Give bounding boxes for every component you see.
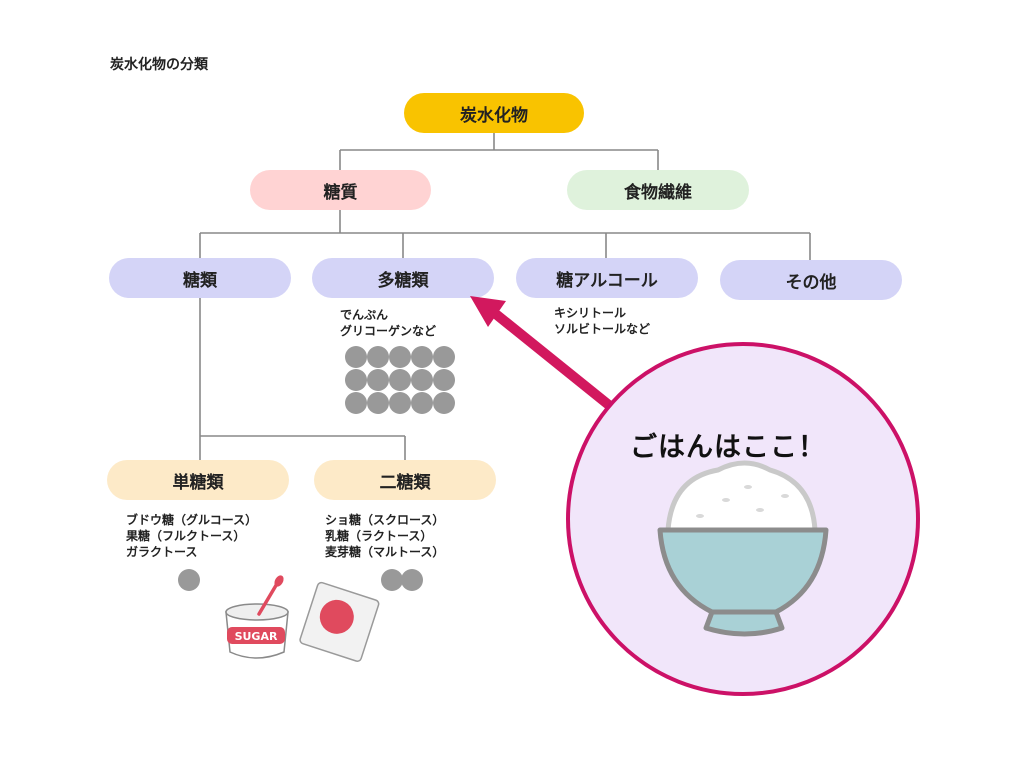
molecule-circle (367, 392, 389, 414)
disaccharide-molecules (381, 569, 423, 591)
disaccharides-examples: ショ糖（スクロース） 乳糖（ラクトース） 麦芽糖（マルトース） (325, 513, 445, 559)
sugar-alcohol-examples: キシリトール ソルビトールなど (554, 306, 651, 336)
sugar-packet-icon (299, 581, 380, 662)
molecule-circle (433, 346, 455, 368)
molecule-circle (367, 369, 389, 391)
molecule-circle (345, 392, 367, 414)
page-title: 炭水化物の分類 (110, 57, 208, 73)
arrow-icon (470, 296, 620, 415)
molecule-circle (389, 369, 411, 391)
molecule-circle (433, 392, 455, 414)
node-carbohydrate: 炭水化物 (404, 93, 584, 133)
node-sugar-alcohol: 糖アルコール (516, 258, 698, 298)
polysaccharide-molecules (345, 346, 455, 414)
molecule-circle (389, 346, 411, 368)
molecule-circle (411, 346, 433, 368)
molecule-circle (411, 392, 433, 414)
sugar-jar-label: SUGAR (235, 630, 278, 643)
sugar-jar-icon: SUGAR (225, 575, 289, 659)
molecule-circle (345, 369, 367, 391)
molecule-circle (345, 346, 367, 368)
node-polysaccharides: 多糖類 (312, 258, 494, 298)
molecule-circle (411, 369, 433, 391)
node-monosaccharides: 単糖類 (107, 460, 289, 500)
monosaccharides-examples: ブドウ糖（グルコース） 果糖（フルクトース） ガラクトース (126, 513, 258, 559)
molecule-circle (367, 346, 389, 368)
monosaccharide-molecule (178, 569, 200, 591)
molecule-circle (433, 369, 455, 391)
node-disaccharides: 二糖類 (314, 460, 496, 500)
node-carbs: 糖質 (250, 170, 431, 210)
node-saccharides: 糖類 (109, 258, 291, 298)
rice-bowl-icon (657, 460, 829, 637)
node-dietary-fiber: 食物繊維 (567, 170, 749, 210)
callout-text: ごはんはここ！ (630, 432, 826, 463)
molecule-circle (389, 392, 411, 414)
node-other: その他 (720, 260, 902, 300)
polysaccharides-examples: でんぷん グリコーゲンなど (340, 308, 437, 338)
